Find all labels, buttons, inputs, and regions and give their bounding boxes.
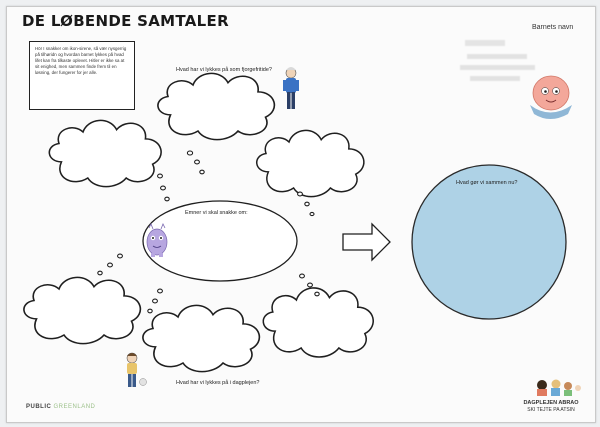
intro-text-box: Hör I snakker om ikon-sirene, så vær nys… [29,41,135,110]
family-logo-icon [537,379,581,396]
purple-monster-icon [146,223,168,257]
prompt-agreements: Hvad gør vi sammen nu? [456,180,518,186]
thought-cloud-right-lower [262,287,375,358]
thought-dots [97,150,320,314]
prompt-daycare: Hvad har vi lykkes på i dagplejen? [176,380,260,386]
adult-figure-icon [283,67,299,109]
prompt-free-time: Hvad har vi lykkes på som fjorgefritide? [176,67,272,73]
thought-cloud-left-lower [23,276,142,345]
footer-brand-sub: SKI TEJTE PA ATSIN [527,407,575,413]
child-name-label: Barnets navn [532,24,574,31]
footer-right: DAGPLEJEN ABRAO SKI TEJTE PA ATSIN [521,400,581,414]
sun-character-icon [530,75,572,119]
thought-cloud-right-upper [255,129,365,198]
thought-cloud-left-upper [48,119,162,188]
thought-cloud-bottom [142,304,261,373]
page-title: DE LØBENDE SAMTALER [22,12,229,30]
child-figure-icon [126,352,147,387]
central-topic-ellipse [142,200,298,282]
footer-brand: DAGPLEJEN ABRAO [523,400,579,406]
prompt-important: Emner vi skal snakke om: [185,210,248,216]
footer-left-light: GREENLAND [53,404,96,410]
agreements-circle [411,164,567,320]
thought-cloud-top [157,72,276,141]
show-through-text [455,40,555,130]
footer-left: PUBLIC GREENLAND [26,404,95,410]
footer-left-bold: PUBLIC [26,404,52,410]
arrow-right-icon [342,222,391,262]
